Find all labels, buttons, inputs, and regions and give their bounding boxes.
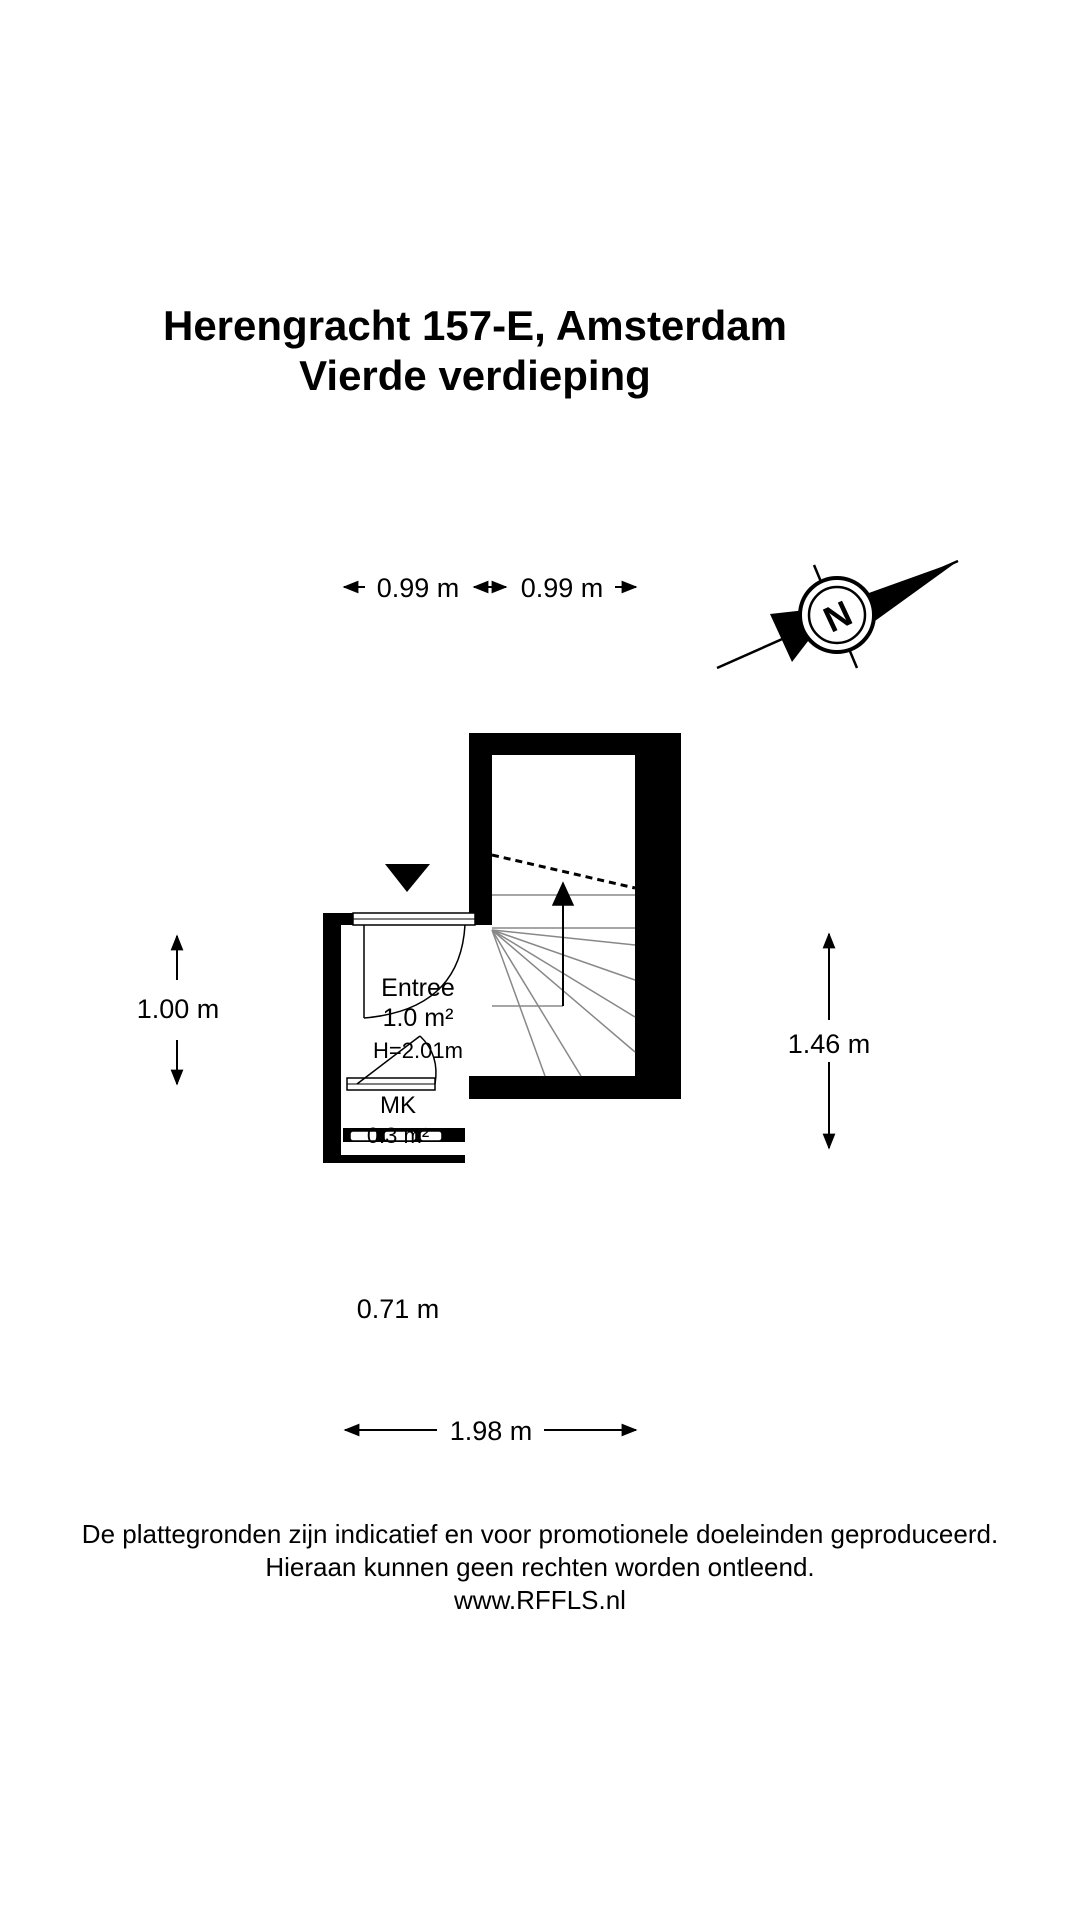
dimension-left: 1.00 m: [137, 934, 220, 1086]
floorplan-title-address: Herengracht 157-E, Amsterdam: [162, 302, 787, 349]
dimension-right-label: 1.46 m: [788, 1029, 871, 1059]
room-entree-height: H=2.01m: [373, 1038, 463, 1063]
room-entree-area: 1.0 m²: [383, 1004, 454, 1032]
room-entree-name: Entree: [381, 974, 455, 1002]
disclaimer-line-1: De plattegronden zijn indicatief en voor…: [81, 1519, 999, 1549]
disclaimer-website-link[interactable]: www.RFFLS.nl: [454, 1585, 626, 1615]
dimension-right: 1.46 m: [788, 932, 871, 1150]
dimension-top-right-label: 0.99 m: [521, 573, 604, 603]
door-swings: [356, 924, 466, 1085]
dimension-top-left-label: 0.99 m: [377, 573, 460, 603]
mk-fixtures: [349, 1130, 443, 1142]
staircase: [491, 853, 636, 1077]
windows: [346, 912, 476, 1091]
dimension-bottom: 1.98 m: [343, 1416, 638, 1446]
dimension-bottom-short-label: 0.71 m: [357, 1294, 440, 1324]
walls: [323, 733, 681, 1163]
room-mk-name: MK: [380, 1092, 416, 1119]
room-mk-area: 0.3 m²: [367, 1123, 429, 1148]
dimension-left-label: 1.00 m: [137, 994, 220, 1024]
dimension-bottom-total-label: 1.98 m: [450, 1416, 533, 1446]
north-arrow-icon: N: [716, 559, 959, 670]
disclaimer-line-2: Hieraan kunnen geen rechten worden ontle…: [265, 1552, 815, 1582]
dimension-top: 0.99 m 0.99 m: [342, 573, 638, 603]
entrance-marker-icon: [385, 864, 430, 892]
floorplan-title-floor: Vierde verdieping: [299, 352, 651, 399]
